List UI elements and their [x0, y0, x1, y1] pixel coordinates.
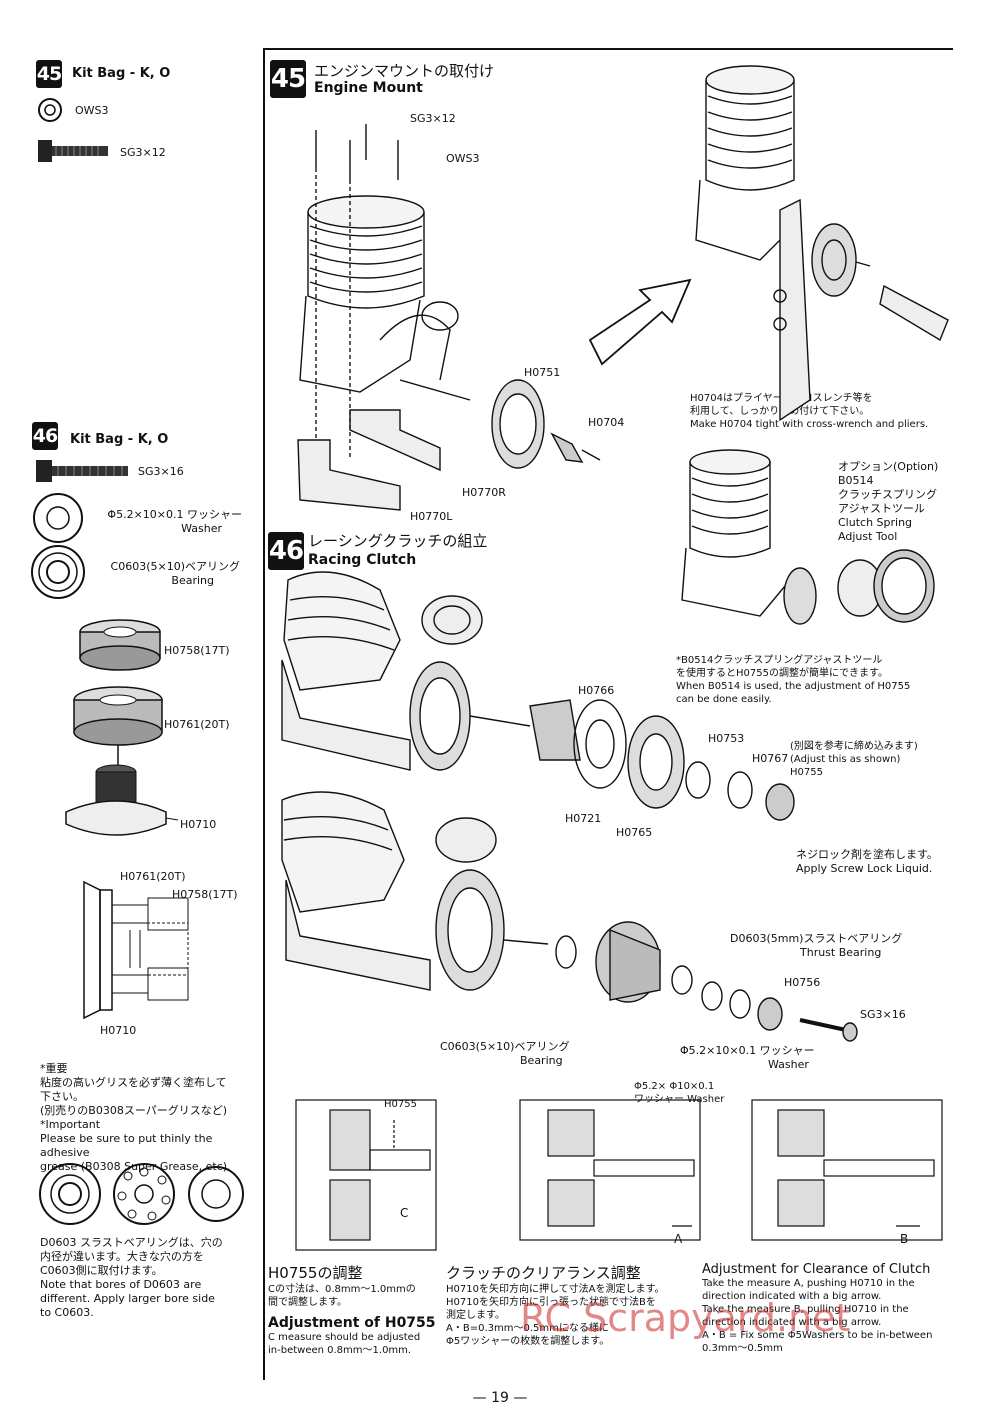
- section-1-h0755: H0755: [384, 1099, 417, 1110]
- adjust-note: (別図を参考に締め込みます) (Adjust this as shown) H0…: [790, 741, 918, 778]
- step-46-title-en: Racing Clutch: [308, 552, 417, 568]
- step-45-title-en: Engine Mount: [314, 80, 423, 96]
- label-h0767: H0767: [752, 752, 789, 765]
- bearing-c0603-label: C0603(5×10)ベアリング Bearing: [440, 1040, 570, 1067]
- option-tool-label: オプション(Option) B0514 クラッチスプリング アジャストツール C…: [838, 460, 939, 543]
- step-45-badge: 45: [36, 60, 62, 88]
- label-h0770r: H0770R: [462, 486, 506, 499]
- kit-bag-label: Kit Bag - K, O: [72, 66, 171, 81]
- label-h0756: H0756: [784, 976, 821, 989]
- label-h0704: H0704: [588, 416, 625, 429]
- step-46-badge-main: 46: [268, 532, 304, 570]
- part-ows3-label: OWS3: [75, 104, 109, 117]
- step-45-badge-main: 45: [270, 60, 306, 98]
- section-2-washer-note: Φ5.2× Φ10×0.1 ワッシャー Washer: [634, 1081, 725, 1105]
- clutch-clearance-en-column: Adjustment for Clearance of Clutch Take …: [702, 1262, 933, 1354]
- section-3-letter-b: B: [900, 1232, 909, 1246]
- kit-bag-label: Kit Bag - K, O: [70, 432, 169, 447]
- watermark: RC Scrapyard.net: [520, 1296, 851, 1340]
- label-h0753: H0753: [708, 732, 745, 745]
- step-46-badge: 46: [32, 422, 58, 450]
- label-sg3x12: SG3×12: [410, 112, 456, 125]
- step-45-title-jp: エンジンマウントの取付け: [314, 62, 495, 80]
- gear-20t-label: H0761(20T): [164, 718, 230, 731]
- thrust-bearing-label: D0603(5mm)スラストベアリング Thrust Bearing: [730, 932, 903, 959]
- washer-5-2-label: Φ5.2×10×0.1 ワッシャー Washer: [680, 1044, 815, 1071]
- step-46-title-jp: レーシングクラッチの組立: [308, 532, 488, 550]
- h0755-adjust-column: H0755の調整 Cの寸法は、0.8mm〜1.0mmの 間で調整します。 Adj…: [268, 1264, 436, 1356]
- left-parts-drawings: [31, 98, 244, 1225]
- part-sg316-label: SG3×16: [138, 465, 184, 478]
- label-h0765: H0765: [616, 826, 653, 839]
- bearing-bore-note: D0603 スラストベアリングは、穴の 内径が違います。大きな穴の方を C060…: [40, 1236, 223, 1319]
- h0704-note: H0704はプライヤー、クロスレンチ等を 利用して、しっかり締め付けて下さい。 …: [690, 393, 929, 430]
- section-1-letter-c: C: [400, 1206, 409, 1220]
- h0710-label: H0710: [180, 818, 217, 831]
- screw-lock-note: ネジロック剤を塗布します。 Apply Screw Lock Liquid.: [796, 848, 938, 875]
- page-number: — 19 —: [472, 1390, 528, 1406]
- label-h0721: H0721: [565, 812, 602, 825]
- clutch-clearance-jp-column: クラッチのクリアランス調整 H0710を矢印方向に押して寸法Aを測定します。 H…: [446, 1264, 665, 1347]
- option-note: *B0514クラッチスプリングアジャストツール を使用するとH0755の調整が簡…: [676, 655, 911, 705]
- section-2-letter-a: A: [674, 1232, 683, 1246]
- section-h0710-label: H0710: [100, 1024, 137, 1037]
- section-20t-label: H0761(20T): [120, 870, 186, 883]
- part-sg312-label: SG3×12: [120, 146, 166, 159]
- grease-note: *重要 粘度の高いグリスを必ず薄く塗布して 下さい。 (別売りのB0308スーパ…: [40, 1062, 231, 1173]
- label-h0751: H0751: [524, 366, 561, 379]
- instruction-frame: [263, 48, 953, 1380]
- label-ows3: OWS3: [446, 152, 480, 165]
- washer-label: Φ5.2×10×0.1 ワッシャー Washer: [107, 508, 242, 535]
- label-sg3x16: SG3×16: [860, 1008, 906, 1021]
- bearing-label: C0603(5×10)ベアリング Bearing: [110, 560, 240, 587]
- gear-17t-label: H0758(17T): [164, 644, 230, 657]
- label-h0766: H0766: [578, 684, 615, 697]
- label-h0770l: H0770L: [410, 510, 453, 523]
